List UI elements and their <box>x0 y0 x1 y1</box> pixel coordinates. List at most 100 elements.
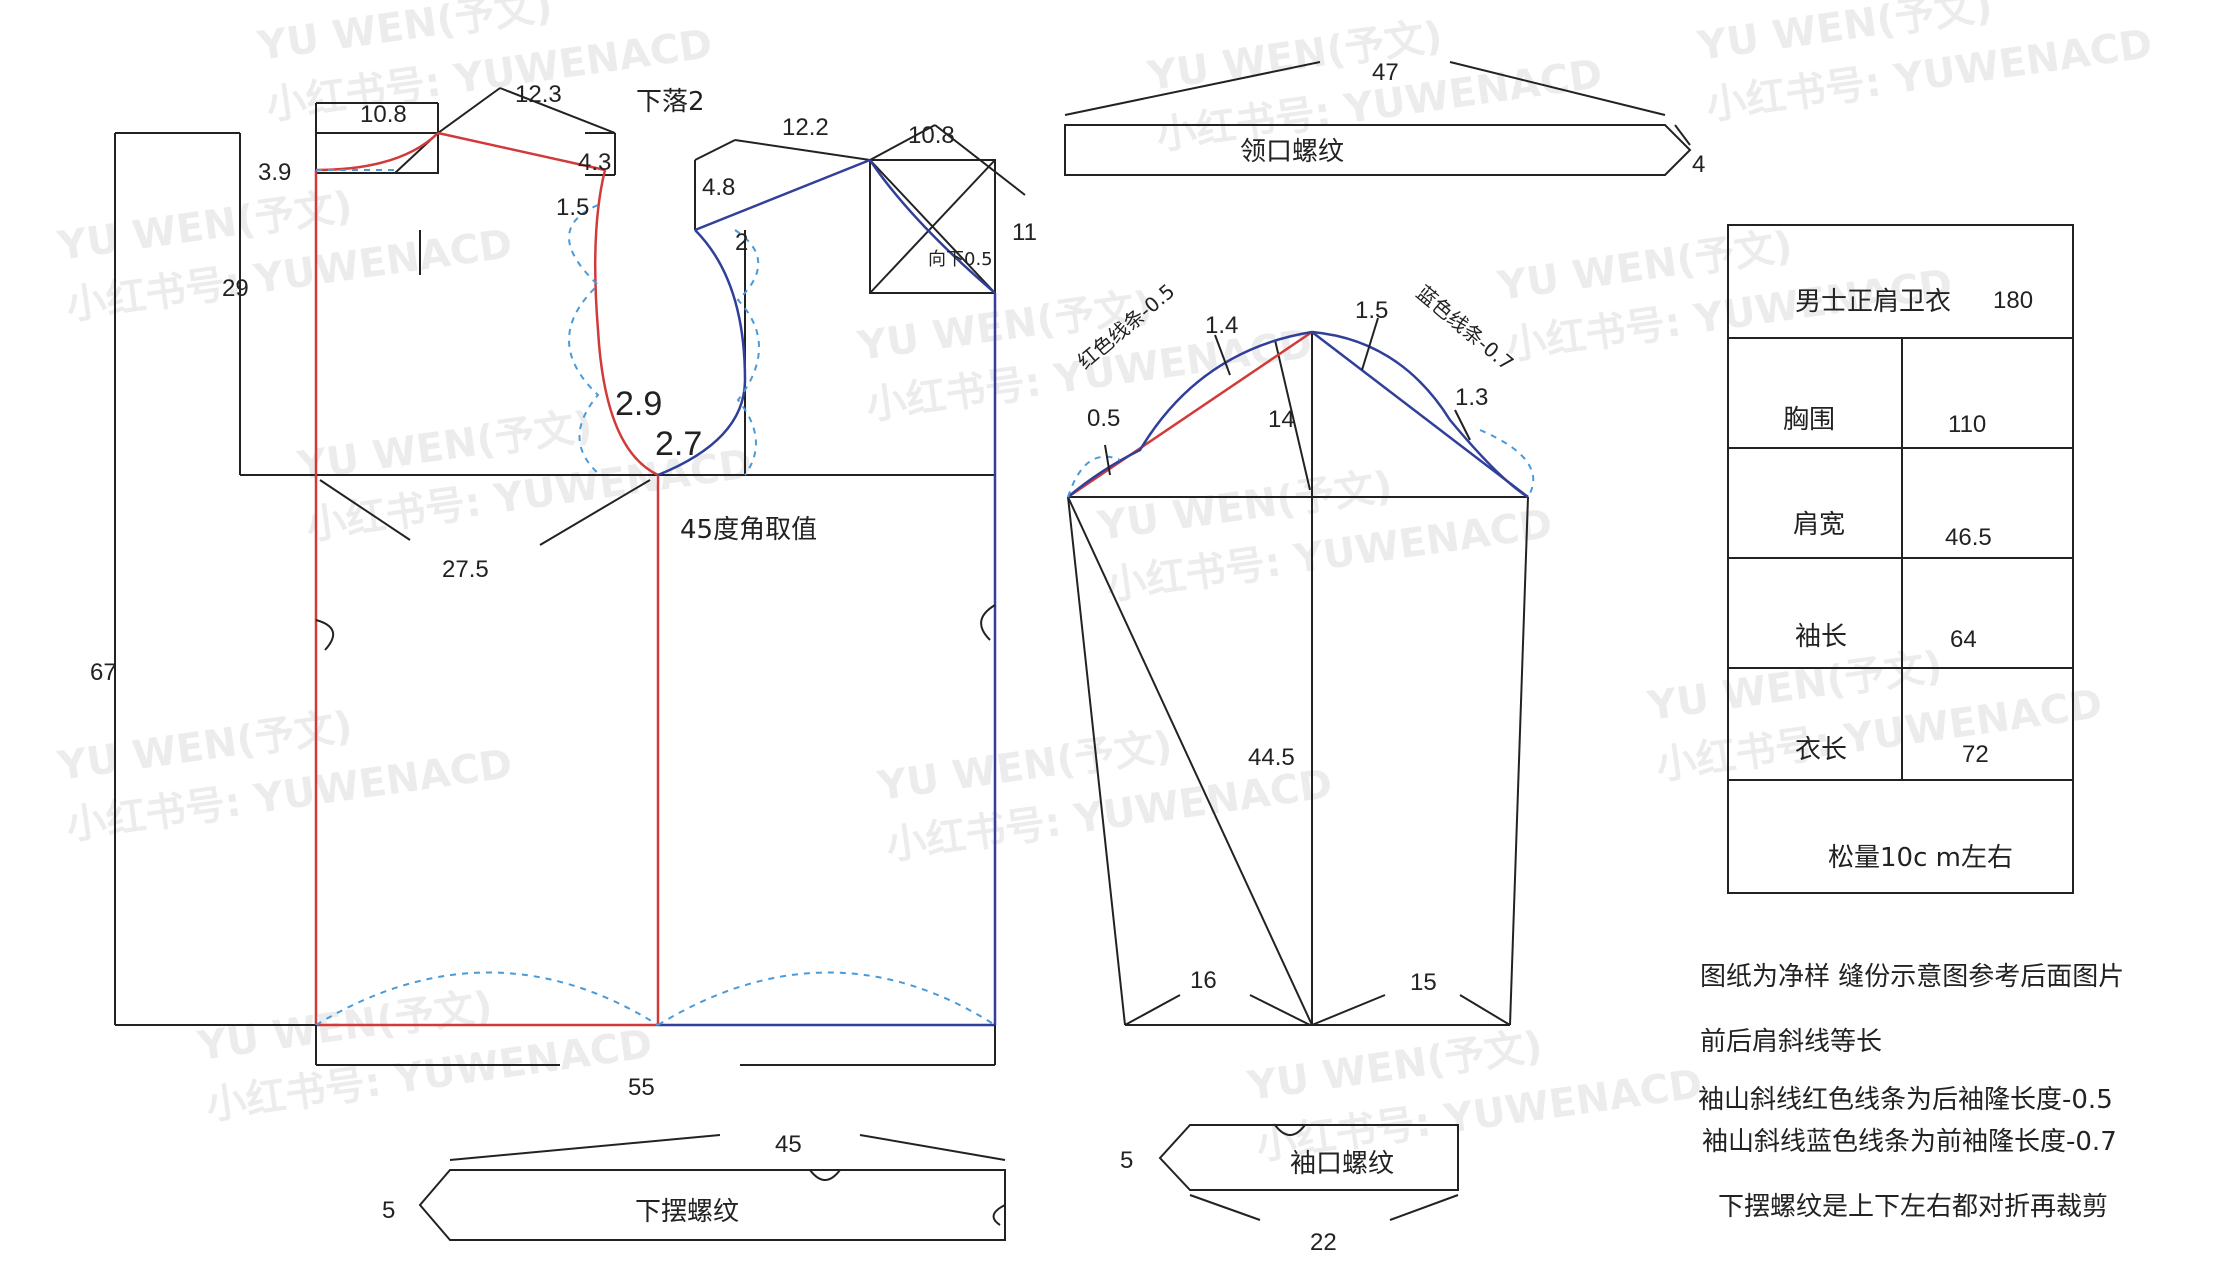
cuff-dim <box>1459 994 1511 1026</box>
cuff-rib-shape <box>1158 1124 1459 1191</box>
table-row-value: 110 <box>1948 411 1986 438</box>
cuff-rib-dim <box>1389 1194 1459 1221</box>
hem-rib-dim <box>859 1134 1006 1161</box>
label-hem-width: 55 <box>628 1074 655 1101</box>
cap-offset-tick <box>1454 409 1471 441</box>
back-neck-diagonal <box>869 159 996 294</box>
note-line: 下摆螺纹是上下左右都对折再裁剪 <box>1718 1192 2108 1222</box>
back-shoulder-dim <box>694 139 736 161</box>
label-shoulder-drop: 4.3 <box>578 149 611 176</box>
label-armhole-offset-b: 2 <box>735 229 748 256</box>
chest-dim-line <box>319 479 411 541</box>
label-collar-height: 4 <box>1692 151 1705 178</box>
cap-offset-tick <box>1104 444 1111 476</box>
sleeve-diagonal <box>1067 496 1313 1026</box>
hem-rib-shape <box>418 1169 1006 1241</box>
shoulder-dim <box>499 87 616 134</box>
cuff-dim <box>1249 994 1311 1026</box>
label-hem-rib-title: 下摆螺纹 <box>635 1197 739 1227</box>
back-neck-dim <box>869 124 936 161</box>
chest-dim-line <box>539 479 651 546</box>
label-front-neck-width: 10.8 <box>360 101 407 128</box>
label-back-neck-depth: 4.8 <box>702 174 735 201</box>
back-shoulder-line <box>694 158 871 232</box>
back-hem-dash <box>657 971 996 1026</box>
label-cuff-rib-length: 22 <box>1310 1229 1337 1256</box>
note-line: 图纸为净样 缝份示意图参考后面图片 <box>1700 962 2124 992</box>
label-left-lower-offset: 0.5 <box>1087 405 1120 432</box>
table-footer: 松量10c m左右 <box>1828 843 2013 873</box>
back-neckline-curve <box>868 159 996 294</box>
label-chest-half: 27.5 <box>442 556 489 583</box>
label-cuff-rib-title: 袖口螺纹 <box>1290 1149 1394 1179</box>
label-sleeve-length: 44.5 <box>1248 744 1295 771</box>
hem-rib: 45 5 下摆螺纹 <box>382 1131 1006 1241</box>
label-neck-side: 11 <box>1012 219 1037 246</box>
label-left-curve-offset: 1.4 <box>1205 312 1238 339</box>
note-line: 前后肩斜线等长 <box>1700 1027 1882 1057</box>
label-armhole-depth: 29 <box>222 275 249 302</box>
cuff-dim <box>1124 994 1181 1026</box>
collar-rib: 47 4 领口螺纹 <box>1064 59 1705 178</box>
note-line: 袖山斜线蓝色线条为前袖隆长度-0.7 <box>1702 1127 2117 1157</box>
label-angle-note: 45度角取值 <box>680 515 817 545</box>
hem-rib-notch <box>809 1169 841 1181</box>
front-neck-box <box>315 132 439 174</box>
sleeve-front-slope <box>1311 331 1529 498</box>
label-back-neck-width: 10.8 <box>908 122 955 149</box>
table-row-label: 袖长 <box>1795 622 1847 652</box>
back-neck-dim <box>934 124 1026 196</box>
back-shoulder-dim <box>734 139 871 161</box>
hem-rib-notch <box>992 1204 1006 1226</box>
table-row-label: 衣长 <box>1795 735 1847 765</box>
sleeve-cap-height-line <box>1274 339 1311 491</box>
sleeve-cap-dash-right <box>1479 429 1535 498</box>
label-body-length: 67 <box>90 659 117 686</box>
sleeve-cap-curve <box>1067 330 1529 499</box>
cuff-rib-notch <box>1274 1124 1306 1136</box>
note-line: 袖山斜线红色线条为后袖隆长度-0.5 <box>1698 1085 2113 1115</box>
hem-rib-dim <box>449 1134 721 1161</box>
label-right-curve-offset: 1.5 <box>1355 297 1388 324</box>
label-hem-rib-height: 5 <box>382 1197 395 1224</box>
collar-rib-dim <box>1449 61 1666 116</box>
collar-rib-dim <box>1064 61 1321 116</box>
label-front-neck-depth: 3.9 <box>258 159 291 186</box>
cuff-rib-dim <box>1189 1194 1261 1221</box>
table-row-label: 肩宽 <box>1793 510 1845 540</box>
back-armhole-curve <box>657 229 747 477</box>
sleeve-back-seam <box>1067 496 1126 1026</box>
label-hem-rib-length: 45 <box>775 1131 802 1158</box>
back-neck-box <box>869 159 996 294</box>
cap-offset-tick <box>1214 334 1231 376</box>
label-cuff-rib-height: 5 <box>1120 1147 1133 1174</box>
sleeve-front-seam <box>1509 496 1529 1026</box>
label-neck-down-note: 向下0.5 <box>928 249 993 270</box>
label-armhole-offset-a: 1.5 <box>556 194 589 221</box>
label-cap-height: 14 <box>1268 406 1295 433</box>
cuff-rib: 22 5 袖口螺纹 <box>1120 1124 1459 1256</box>
label-collar-length: 47 <box>1372 59 1399 86</box>
table-header-value: 180 <box>1993 287 2033 314</box>
label-armhole-big-b: 2.7 <box>655 425 702 463</box>
front-armhole-curve <box>593 169 659 477</box>
label-cuff-left: 16 <box>1190 967 1217 994</box>
label-cuff-right: 15 <box>1410 969 1437 996</box>
table-row-value: 72 <box>1962 741 1989 768</box>
label-right-lower-offset: 1.3 <box>1455 384 1488 411</box>
front-shoulder-line <box>437 131 606 172</box>
back-armhole-dash <box>734 229 760 476</box>
label-front-shoulder: 12.3 <box>515 81 562 108</box>
size-table: 男士正肩卫衣 180 胸围 110 肩宽 46.5 袖长 64 衣长 72 松量… <box>1727 224 2074 894</box>
front-side-notch <box>315 619 335 651</box>
sleeve-cap-dash-left <box>1067 455 1121 498</box>
notes: 图纸为净样 缝份示意图参考后面图片 前后肩斜线等长 袖山斜线红色线条为后袖隆长度… <box>1698 962 2124 1222</box>
collar-rib-shape <box>1064 124 1692 176</box>
front-neckline-curve <box>315 132 439 172</box>
shoulder-dim <box>437 87 501 134</box>
front-hem-dash <box>315 971 659 1026</box>
collar-rib-height-tick <box>1674 124 1691 146</box>
table-row-label: 胸围 <box>1783 405 1835 435</box>
back-side-notch <box>980 604 996 641</box>
label-drop-note: 下落2 <box>636 87 705 117</box>
